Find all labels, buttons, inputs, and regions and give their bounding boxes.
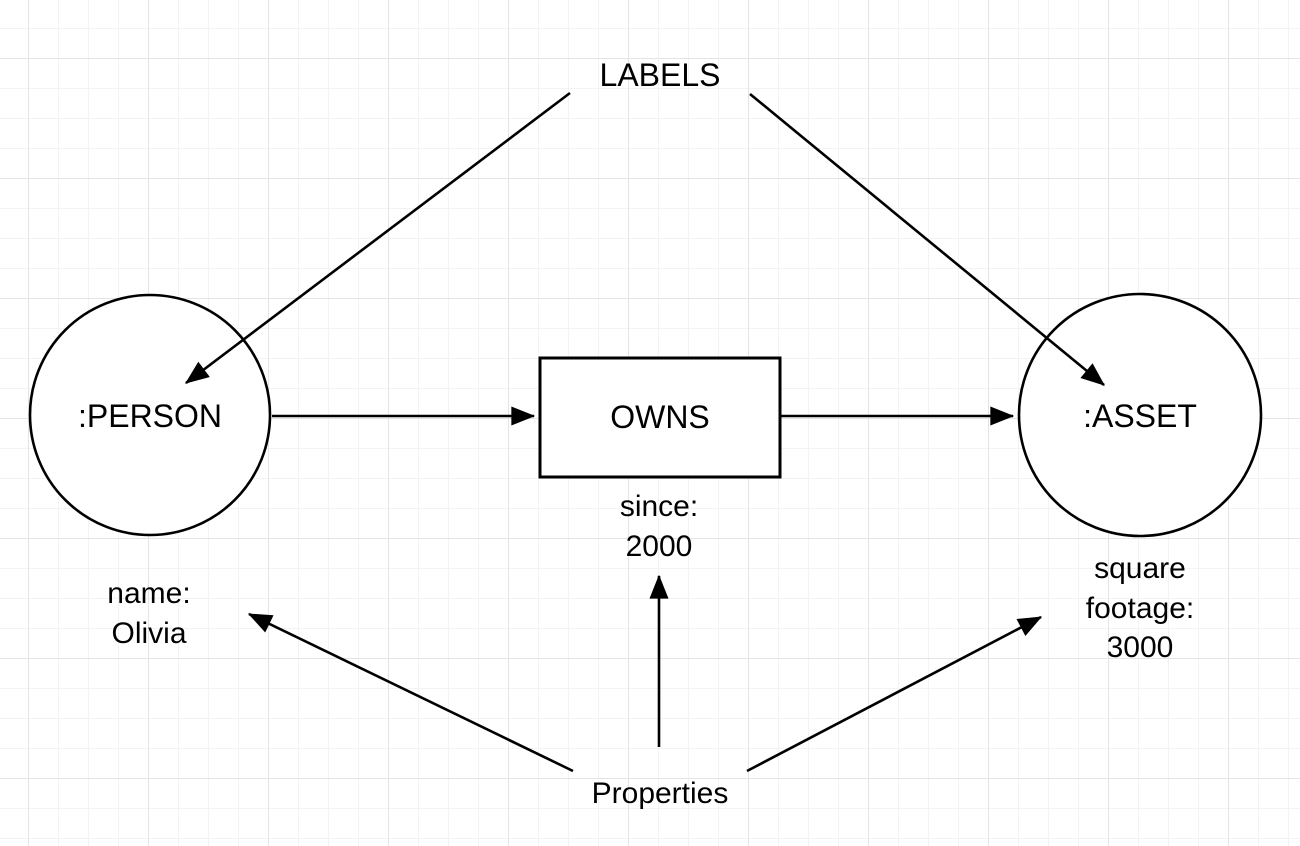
arrow-properties-to-footage: [746, 615, 1043, 773]
asset-node-circle: [1017, 292, 1263, 538]
person-property-text: name: Olivia: [107, 577, 191, 650]
labels-title: LABELS: [599, 57, 721, 93]
arrow-labels-to-person: [185, 91, 571, 385]
asset-node-label: :ASSET: [1083, 397, 1197, 434]
person-node-label: :PERSON: [77, 397, 223, 434]
owns-relationship-label: OWNS: [610, 398, 710, 435]
arrow-properties-to-name: [247, 612, 574, 773]
relationship-property-text: since: 2000: [619, 490, 699, 563]
properties-title: Properties: [591, 777, 729, 810]
asset-property-text: square footage: 3000: [1085, 552, 1195, 665]
arrow-labels-to-asset: [749, 92, 1105, 387]
owns-relationship-box: [538, 356, 782, 479]
person-node-circle: [28, 293, 272, 537]
